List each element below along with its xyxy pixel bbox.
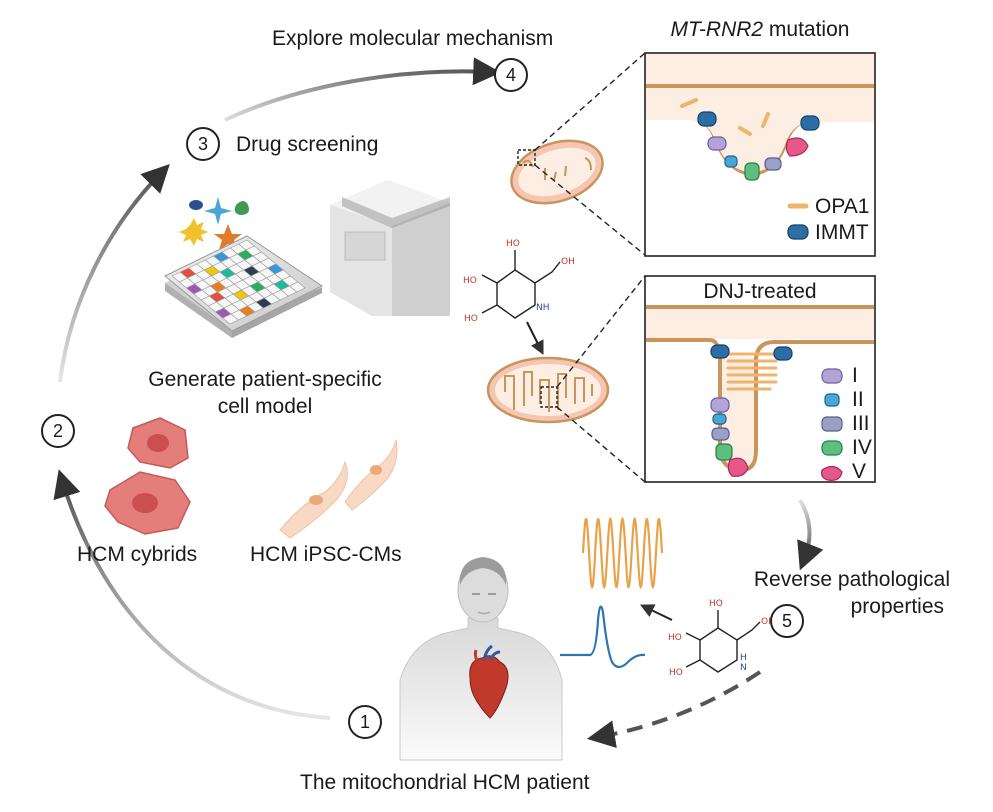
screening-machine	[330, 180, 450, 316]
legend-complex-I-swatch	[821, 368, 843, 384]
step-5: 5	[770, 604, 804, 638]
plate-well	[288, 281, 306, 293]
dnj-ho-3: HO	[464, 314, 478, 324]
cybrid-cells	[104, 417, 191, 535]
dnj2-oh-1: OH	[761, 617, 775, 627]
ipsc-cells	[279, 439, 398, 539]
mitochondrion-treated	[486, 356, 610, 424]
trace-action-potential	[560, 605, 646, 669]
dnj-ho-2: HO	[463, 276, 477, 286]
arrow-dnj-to-mito	[526, 321, 544, 356]
legend-complex-III-swatch	[821, 416, 843, 432]
dnj2-h: H	[740, 653, 747, 663]
panel-dnj-title: DNJ-treated	[703, 280, 817, 303]
label-reverse-2: properties	[850, 595, 944, 618]
legend-immt: IMMT	[815, 221, 869, 244]
mutation-word: mutation	[763, 18, 850, 41]
molecule-yellow	[179, 218, 208, 246]
step-4: 4	[494, 58, 528, 92]
dnj2-ho-2: HO	[668, 633, 682, 643]
panel-mutation-title: MT-RNR2 mutation	[645, 18, 875, 42]
dnj2-n: N	[740, 663, 747, 673]
legend-complex-II-swatch	[824, 393, 840, 407]
arrow-2-to-3	[58, 164, 170, 383]
well-plate	[164, 235, 323, 338]
legend-complex-III: III	[852, 412, 870, 435]
legend-immt-swatch	[787, 224, 809, 240]
arrow-dnj-to-traces	[639, 604, 673, 621]
legend-complex-I: I	[852, 364, 858, 387]
legend-complex-V: V	[852, 460, 867, 483]
dnj-ho-1: HO	[506, 239, 520, 249]
dnj-nh: NH	[536, 303, 550, 313]
arrow-5-to-1	[586, 670, 762, 749]
legend-complex-IV-swatch	[821, 440, 843, 456]
dnj2-ho-3: HO	[669, 668, 683, 678]
step-2: 2	[41, 414, 75, 448]
label-patient: The mitochondrial HCM patient	[300, 771, 590, 794]
panel-mutation	[644, 52, 876, 257]
dnj2-ho-1: HO	[709, 599, 723, 609]
trace-oscillation	[581, 516, 664, 590]
legend-complex-V-swatch	[821, 465, 843, 481]
legend-complex-IV: IV	[852, 436, 872, 459]
cycle-arrows	[53, 57, 824, 749]
mitochondrion-mutant	[510, 139, 604, 205]
panel-dnj	[644, 275, 876, 483]
molecule-green	[234, 201, 249, 215]
molecule-blue	[189, 200, 203, 210]
label-cybrids: HCM cybrids	[77, 543, 198, 566]
dnj-molecule-center	[481, 250, 561, 319]
label-ipsc: HCM iPSC-CMs	[250, 543, 402, 566]
label-generate-1: Generate patient-specific	[148, 368, 382, 391]
legend-opa1: OPA1	[815, 195, 870, 218]
step-3: 3	[186, 127, 220, 161]
heart-icon	[469, 644, 509, 719]
label-explore: Explore molecular mechanism	[272, 27, 554, 50]
arrow-box-to-5	[797, 498, 824, 571]
dnj-oh-1: OH	[561, 257, 575, 267]
label-reverse-1: Reverse pathological	[753, 568, 950, 591]
zoom-lines	[534, 52, 646, 483]
arrow-3-to-4	[224, 57, 502, 122]
dnj-molecule-lower	[685, 610, 761, 673]
label-generate-2: cell model	[217, 395, 313, 418]
molecule-cross	[204, 197, 232, 225]
label-drug-screening: Drug screening	[236, 133, 379, 156]
legend-complex-II: II	[852, 388, 864, 411]
gene-name: MT-RNR2	[670, 18, 764, 41]
arrow-1-to-2	[53, 469, 331, 720]
step-1: 1	[348, 705, 382, 739]
